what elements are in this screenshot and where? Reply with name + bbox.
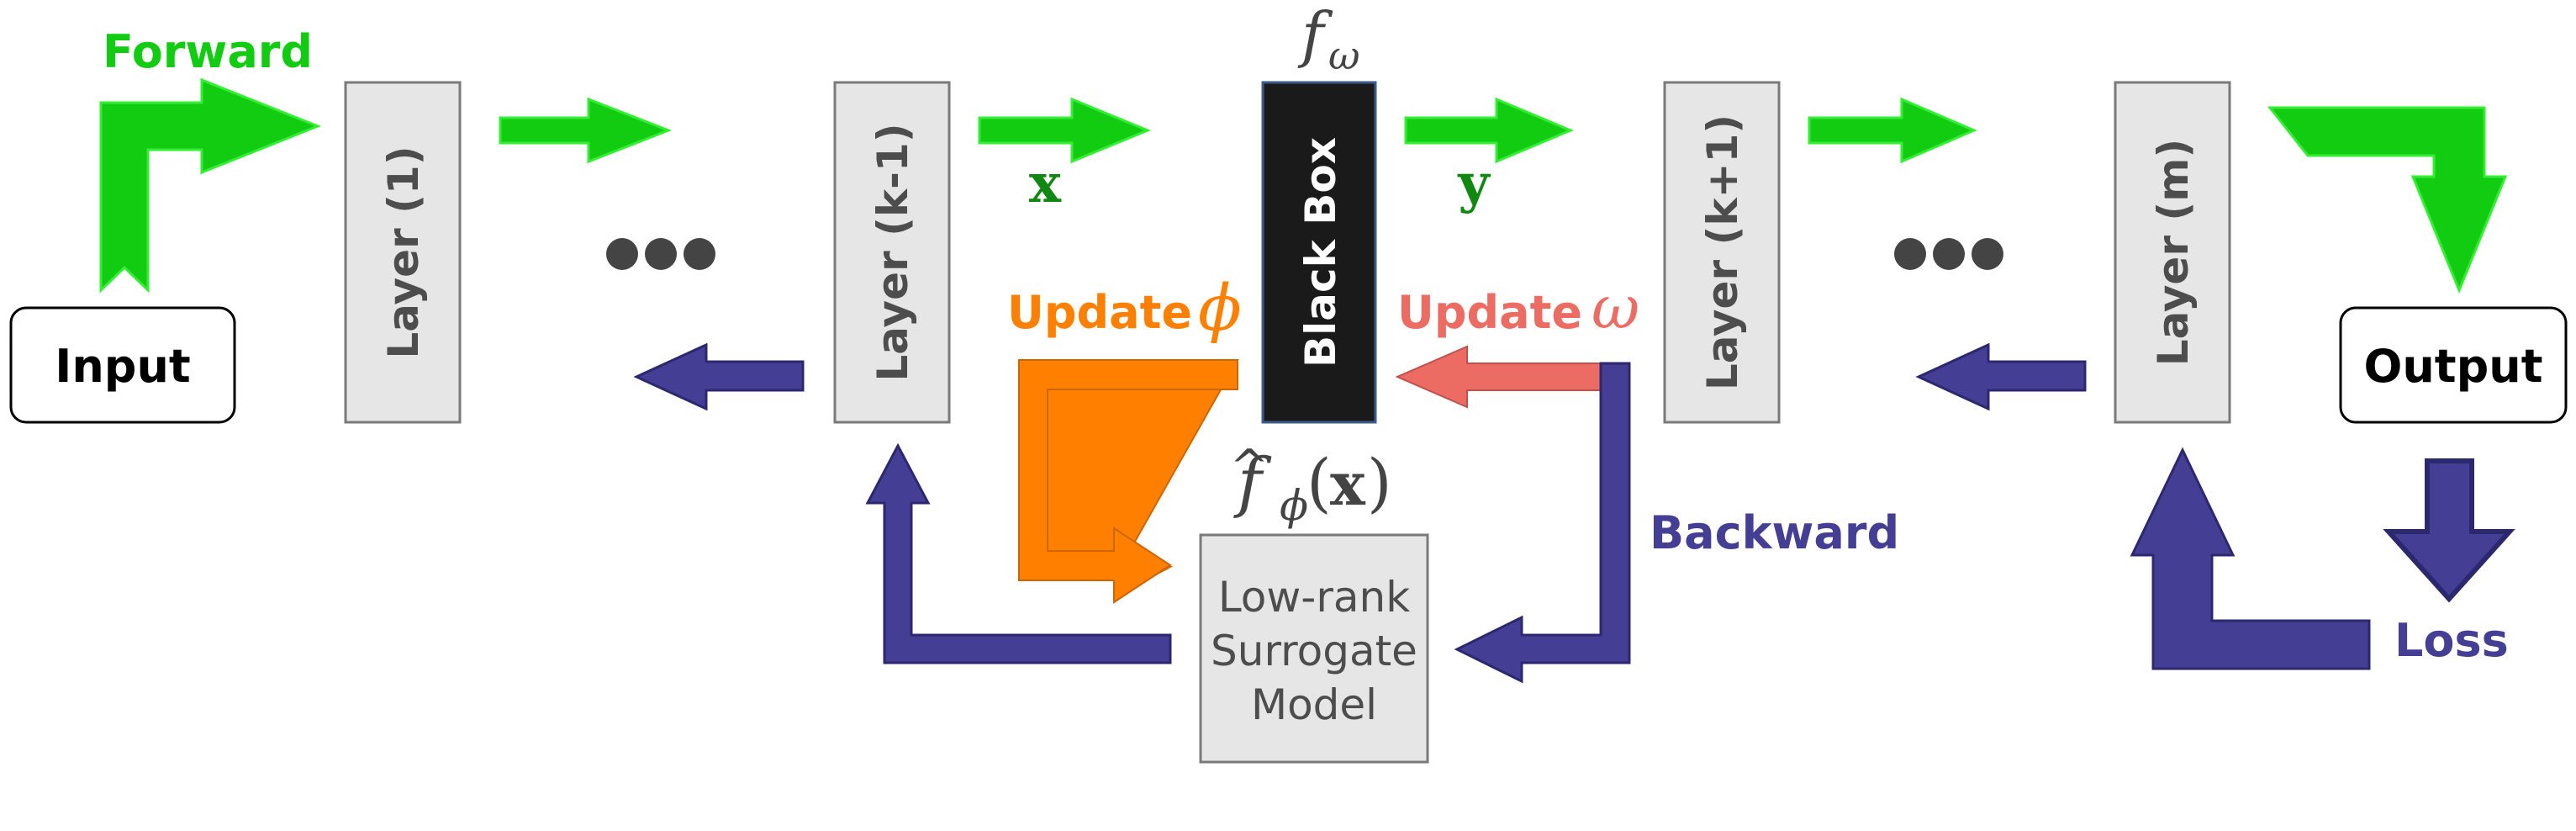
f-hat-arg: x — [1330, 449, 1366, 519]
update-phi-label: Update ϕ — [1007, 270, 1242, 345]
surrogate-line3: Model — [1251, 680, 1377, 729]
output-node: Output — [2339, 306, 2568, 424]
forward-label: Forward — [103, 25, 313, 78]
update-omega-word: Update — [1397, 286, 1582, 339]
forward-arrow-input-to-layer1 — [99, 77, 322, 294]
y-variable: y — [1457, 152, 1491, 215]
layer-m-label: Layer (m) — [2149, 139, 2198, 366]
forward-arrow-x — [978, 97, 1151, 164]
forward-arrow-5 — [1808, 97, 1977, 164]
black-box: Black Box — [1261, 81, 1377, 424]
update-phi-word: Update — [1007, 286, 1192, 339]
layer-k-minus-1: Layer (k-1) — [833, 81, 951, 424]
layer-1-label: Layer (1) — [379, 146, 428, 358]
f-hat-phi-label: ^ f ϕ ( x ) — [1230, 440, 1392, 530]
layer-1: Layer (1) — [344, 81, 462, 424]
backward-arrow-surrogate-to-layer-k-minus-1 — [865, 442, 1172, 664]
svg-text:^: ^ — [1230, 440, 1270, 495]
f-hat-sub: ϕ — [1280, 481, 1308, 530]
update-phi-sym: ϕ — [1198, 270, 1242, 345]
f-hat-open: ( — [1306, 445, 1332, 520]
loss-label: Loss — [2394, 614, 2509, 667]
layer-m: Layer (m) — [2114, 81, 2231, 424]
layer-k-plus-1: Layer (k+1) — [1663, 81, 1781, 424]
layer-k-minus-1-label: Layer (k-1) — [868, 123, 917, 381]
backward-arrow-loss-to-layer-m — [2130, 447, 2371, 670]
loss-arrow — [2383, 458, 2515, 603]
backward-label: Backward — [1650, 506, 1899, 559]
x-variable: x — [1029, 152, 1062, 215]
update-omega-arrow — [1395, 345, 1608, 409]
f-omega-label: f ω — [1297, 0, 1360, 78]
ellipsis-right — [1894, 238, 2003, 270]
update-omega-sym: ω — [1592, 273, 1639, 342]
update-phi-arrow-body — [1018, 359, 1238, 604]
surrogate-line2: Surrogate — [1211, 627, 1417, 675]
forward-arrow-to-output — [2267, 106, 2508, 294]
forward-arrow-y — [1404, 97, 1574, 164]
backward-arrow-into-surrogate — [1454, 362, 1631, 684]
surrogate-line1: Low-rank — [1218, 573, 1410, 622]
backward-arrow-from-layer-m — [1915, 342, 2087, 411]
input-node: Input — [9, 306, 236, 424]
f-hat-close: ) — [1367, 445, 1392, 520]
forward-arrow-2 — [499, 97, 673, 164]
output-label: Output — [2363, 340, 2542, 393]
ellipsis-left — [606, 238, 715, 270]
layer-k-plus-1-label: Layer (k+1) — [1698, 114, 1747, 390]
black-box-label: Black Box — [1296, 137, 1345, 368]
backward-arrow-to-layer1 — [633, 342, 805, 411]
input-label: Input — [55, 340, 190, 393]
update-omega-label: Update ω — [1397, 273, 1639, 342]
f-omega-sub: ω — [1328, 33, 1360, 78]
surrogate-model: Low-rank Surrogate Model — [1199, 533, 1429, 764]
